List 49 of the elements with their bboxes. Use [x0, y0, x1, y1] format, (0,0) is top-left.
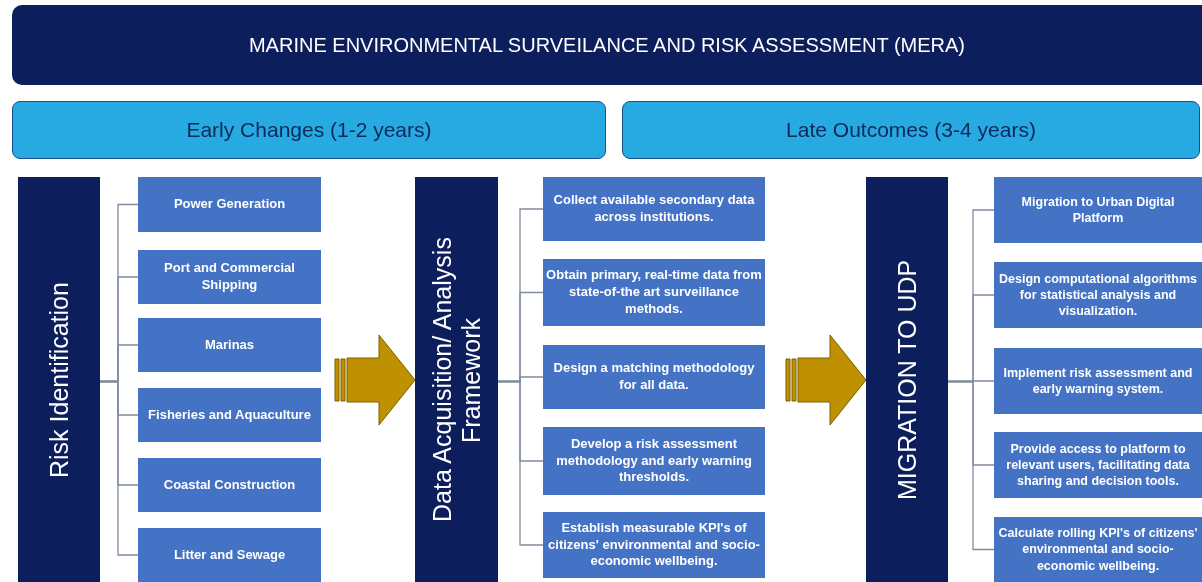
- task-box: [543, 427, 765, 495]
- stage-column: [415, 177, 498, 582]
- block-arrow: [785, 334, 867, 426]
- task-box: [994, 432, 1202, 498]
- phase-header: [12, 101, 606, 159]
- task-box: [543, 345, 765, 409]
- connector-line: [497, 380, 544, 546]
- category-box: [138, 528, 321, 582]
- item-text: Implement risk assessment and early warning system.: [1002, 364, 1194, 398]
- item-text: Coastal Construction: [163, 476, 296, 494]
- item-text: Collect available secondary data across institutions.: [552, 192, 756, 226]
- block-arrow: [334, 334, 416, 426]
- item-text: Design computational algorithms for statistical analysis and visualization.: [998, 270, 1198, 320]
- phase-title: Early Changes (1-2 years): [186, 118, 432, 142]
- item-text: Power Generation: [173, 196, 286, 213]
- task-box: [994, 348, 1202, 414]
- task-box: [543, 259, 765, 326]
- connector-line: [947, 380, 995, 551]
- category-box: [138, 388, 321, 442]
- stage-title: Data Acquisition/ Analysis Framework: [427, 236, 486, 524]
- item-text: Migration to Urban Digital Platform: [1020, 193, 1176, 227]
- connector-line: [99, 380, 139, 556]
- category-box: [138, 177, 321, 232]
- category-box: [138, 458, 321, 512]
- item-text: Provide access to platform to relevant users, facilitating data sharing and decision tools.: [1005, 440, 1191, 490]
- item-text: Port and Commercial Shipping: [163, 260, 296, 294]
- title-banner: [12, 5, 1202, 85]
- title-text: MARINE ENVIRONMENTAL SURVEILANCE AND RISK ASSESSMENT (MERA): [248, 33, 966, 57]
- item-text: Calculate rolling KPI's of citizens' environmental and socio-economic wellbeing.: [997, 525, 1199, 574]
- task-box: [994, 177, 1202, 243]
- item-text: Fisheries and Aquaculture: [148, 406, 311, 424]
- category-box: [138, 250, 321, 304]
- stage-column: [866, 177, 948, 582]
- category-box: [138, 318, 321, 372]
- item-text: Develop a risk assessment methodology and early warning thresholds.: [555, 435, 753, 487]
- task-box: [543, 512, 765, 578]
- item-text: Marinas: [204, 336, 255, 354]
- item-text: Establish measurable KPI's of citizens' environmental and socio-economic wellbeing.: [547, 519, 761, 571]
- stage-title: MIGRATION TO UDP: [892, 258, 922, 502]
- task-box: [543, 177, 765, 241]
- item-text: Litter and Sewage: [173, 546, 286, 564]
- phase-header: [622, 101, 1200, 159]
- task-box: [994, 517, 1202, 582]
- item-text: Design a matching methodology for all data.: [552, 360, 756, 394]
- stage-column: [18, 177, 100, 582]
- item-text: Obtain primary, real-time data from state-of-the art surveillance methods.: [546, 267, 762, 318]
- stage-title: Risk Identification: [44, 280, 74, 480]
- task-box: [994, 262, 1202, 328]
- phase-title: Late Outcomes (3-4 years): [786, 118, 1036, 142]
